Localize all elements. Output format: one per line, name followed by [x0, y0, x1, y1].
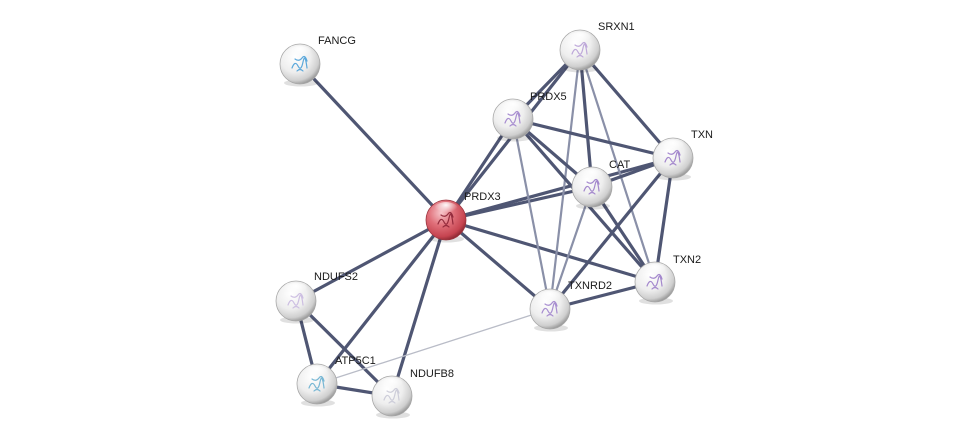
node-atp5c1[interactable]: ATP5C1	[296, 355, 376, 407]
node-label-ndufb8: NDUFB8	[410, 368, 454, 380]
node-label-cat: CAT	[609, 159, 630, 171]
node-label-atp5c1: ATP5C1	[335, 355, 376, 367]
edge-prdx3-ndufb8[interactable]	[390, 218, 448, 398]
node-ndufb8[interactable]: NDUFB8	[371, 368, 454, 419]
node-txnrd2[interactable]: TXNRD2	[529, 280, 612, 332]
node-label-ndufs2: NDUFS2	[314, 271, 358, 283]
node-label-txnrd2: TXNRD2	[568, 280, 612, 292]
node-highlight	[660, 140, 686, 156]
edge-srxn1-txn[interactable]	[578, 48, 675, 160]
node-highlight	[567, 31, 593, 48]
edge-srxn1-cat[interactable]	[578, 48, 594, 189]
node-highlight	[433, 202, 459, 218]
node-highlight	[379, 378, 405, 394]
node-srxn1[interactable]: SRXN1	[559, 21, 635, 73]
node-label-prdx5: PRDX5	[530, 91, 567, 103]
node-cat[interactable]: CAT	[571, 159, 630, 210]
node-label-srxn1: SRXN1	[598, 21, 635, 33]
node-highlight	[579, 169, 605, 185]
edge-txn-txnrd2[interactable]	[548, 156, 675, 311]
edges-layer	[294, 48, 675, 398]
edge-prdx5-txnrd2[interactable]	[511, 117, 552, 311]
node-highlight	[287, 46, 313, 62]
node-highlight	[283, 283, 309, 299]
edge-cat-txnrd2[interactable]	[548, 185, 594, 311]
edge-prdx3-ndufs2[interactable]	[294, 218, 448, 303]
edge-prdx3-txnrd2[interactable]	[444, 218, 552, 311]
node-highlight	[537, 291, 563, 307]
node-prdx5[interactable]: PRDX5	[492, 91, 567, 142]
edge-srxn1-txn2[interactable]	[578, 48, 657, 284]
node-label-fancg: FANCG	[318, 35, 356, 47]
node-label-txn: TXN	[691, 129, 713, 141]
node-label-txn2: TXN2	[673, 254, 701, 266]
edge-prdx3-txn[interactable]	[444, 156, 675, 222]
edge-prdx3-atp5c1[interactable]	[315, 218, 448, 386]
node-highlight	[642, 264, 668, 280]
node-fancg[interactable]: FANCG	[279, 35, 356, 87]
node-ndufs2[interactable]: NDUFS2	[275, 271, 358, 324]
edge-prdx5-txn[interactable]	[511, 117, 675, 160]
node-prdx3[interactable]: PRDX3	[425, 191, 501, 243]
node-highlight	[500, 101, 526, 117]
edge-prdx3-fancg[interactable]	[298, 62, 448, 222]
edge-txn-txn2[interactable]	[653, 156, 675, 284]
nodes-layer: FANCGSRXN1PRDX5TXNCATPRDX3TXN2TXNRD2NDUF…	[275, 21, 713, 419]
node-txn[interactable]: TXN	[652, 129, 713, 181]
edge-ndufs2-ndufb8[interactable]	[294, 299, 394, 398]
edge-prdx3-txn2[interactable]	[444, 218, 657, 284]
node-txn2[interactable]: TXN2	[634, 254, 701, 305]
edge-atp5c1-txnrd2[interactable]	[316, 308, 551, 385]
node-highlight	[304, 366, 330, 382]
node-label-prdx3: PRDX3	[464, 191, 501, 203]
